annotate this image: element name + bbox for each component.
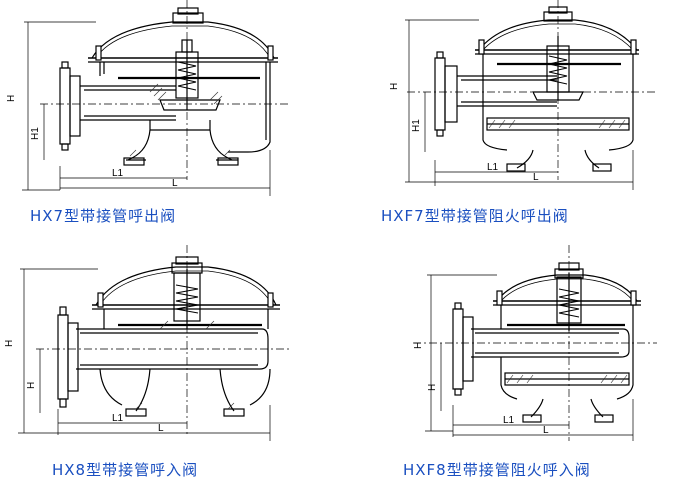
caption-hx7: HX7型带接管呼出阀 — [30, 207, 177, 225]
dim-l1-label: L1 — [112, 168, 124, 179]
dim-h-label: H — [6, 95, 17, 102]
dim-h1-label: H1 — [411, 119, 422, 132]
dim-l1-label: L1 — [112, 413, 124, 424]
figure-hxf7: H H1 L1 L HXF7型带接管阻火呼出阀 — [337, 0, 674, 240]
caption-hx8: HX8型带接管呼入阀 — [52, 461, 199, 479]
figure-hxf8: H H L1 L HXF8型带接管阻火呼入阀 — [337, 245, 674, 487]
dim-l-label: L — [158, 423, 164, 434]
dim-h-label: H — [389, 83, 400, 90]
valve-drawing-hx8: H H L1 L — [4, 245, 290, 441]
dim-h2-label: H — [26, 382, 37, 389]
dim-h-label: H — [413, 342, 424, 349]
dim-l1-label: L1 — [503, 415, 515, 426]
dim-h-label: H — [4, 340, 15, 347]
figure-hx8: H H L1 L HX8型带接管呼入阀 — [0, 245, 337, 487]
valve-drawing-hx7: H H1 L1 L — [6, 0, 290, 196]
dim-l-label: L — [533, 172, 539, 183]
dim-h1-label: H1 — [30, 127, 41, 140]
dim-h2-label: H — [427, 384, 438, 391]
dim-l-label: L — [543, 425, 549, 436]
dim-l1-label: L1 — [487, 162, 499, 173]
caption-hxf7: HXF7型带接管阻火呼出阀 — [381, 207, 569, 225]
caption-hxf8: HXF8型带接管阻火呼入阀 — [403, 461, 591, 479]
figure-hx7: H H1 L1 L HX7型带接管呼出阀 — [0, 0, 337, 240]
valve-drawing-hxf8: H H L1 L — [413, 245, 657, 441]
dim-l-label: L — [172, 178, 178, 189]
valve-drawing-hxf7: H H1 L1 L — [389, 0, 657, 190]
